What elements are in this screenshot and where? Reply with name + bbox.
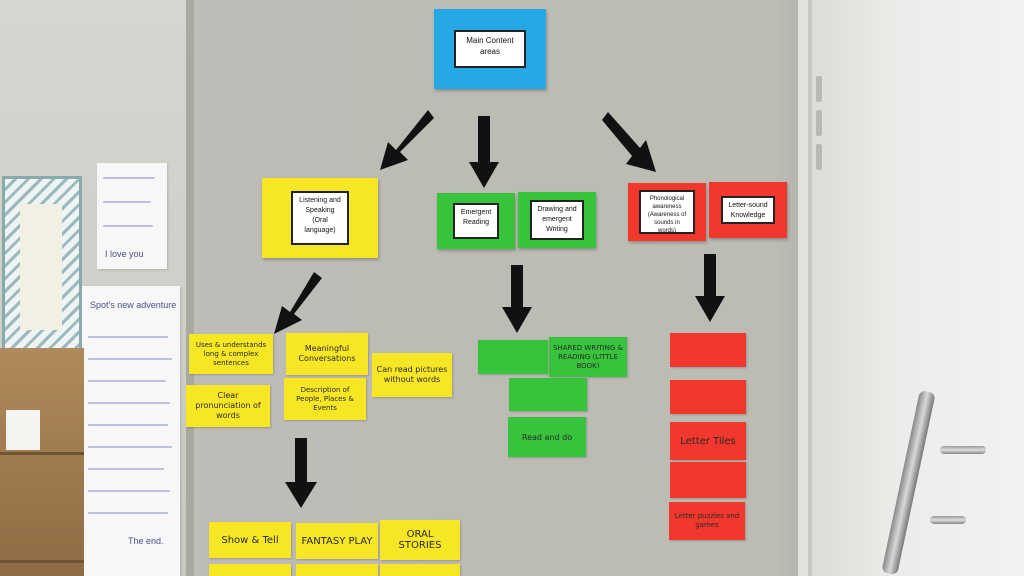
note-fantasy-play: FANTASY PLAY <box>296 523 378 559</box>
handle-mount <box>930 516 966 524</box>
cardboard-boxes <box>0 348 84 576</box>
note-shared-writing: SHARED WRITING & READING (LITTLE BOOK) <box>549 337 627 377</box>
note-description: Description of People, Places & Events <box>284 378 366 420</box>
door-hinge <box>816 76 822 102</box>
drawing-writing-sign: Drawing and emergent Writing <box>518 192 596 248</box>
white-door <box>808 0 1024 576</box>
letter-sound-sign: Letter-sound Knowledge <box>709 182 787 238</box>
note-drawing <box>509 378 587 411</box>
arrow-icon <box>380 110 434 170</box>
note-shared-reading <box>478 340 548 374</box>
poster-panel <box>20 204 62 330</box>
arrow-icon <box>502 265 532 333</box>
main-content-sign: Main Content areas <box>434 9 546 89</box>
small-sheet-line: I love you <box>105 249 144 259</box>
drawing-writing-label: Drawing and emergent Writing <box>530 200 584 240</box>
note-meaningful-conversations: Meaningful Conversations <box>286 333 368 375</box>
phonological-label: Phonological awareness (Awareness of sou… <box>639 190 695 234</box>
box-seam <box>0 560 84 563</box>
listening-speaking-label: Listening and Speaking (Oral language) <box>291 191 349 245</box>
note-partial <box>380 564 460 576</box>
wall-corner <box>186 0 194 576</box>
note-read-pictures: Can read pictures without words <box>372 353 452 397</box>
story-title: Spot's new adventure <box>90 300 177 310</box>
arrow-icon <box>602 112 656 172</box>
note-red-2 <box>670 380 746 414</box>
arrow-icon <box>274 272 322 334</box>
note-letter-puzzles: Letter puzzles and games <box>669 502 745 540</box>
emergent-reading-label: Emergent Reading <box>453 203 499 239</box>
note-partial <box>296 564 378 576</box>
note-show-tell: Show & Tell <box>209 522 291 558</box>
listening-speaking-sign: Listening and Speaking (Oral language) <box>262 178 378 258</box>
note-letter-tiles: Letter Tiles <box>670 422 746 460</box>
note-partial <box>209 564 291 576</box>
small-rhyme-sheet: I love you <box>97 163 167 269</box>
door-hinge <box>816 144 822 170</box>
story-sheet: Spot's new adventure The end. <box>82 286 180 576</box>
note-clear-pronunciation: Clear pronunciation of words <box>186 385 270 427</box>
note-red-1 <box>670 333 746 367</box>
door-frame <box>798 0 810 576</box>
emergent-reading-sign: Emergent Reading <box>437 193 515 249</box>
note-complex-sentences: Uses & understands long & complex senten… <box>189 334 273 374</box>
door-hinge <box>816 110 822 136</box>
note-read-and-do: Read and do <box>508 417 586 457</box>
phonological-sign: Phonological awareness (Awareness of sou… <box>628 183 706 241</box>
main-content-label: Main Content areas <box>454 30 526 68</box>
arrow-icon <box>695 254 725 322</box>
handle-mount <box>940 446 986 454</box>
note-oral-stories: ORAL STORIES <box>380 520 460 560</box>
box-label <box>6 410 40 450</box>
letter-sound-label: Letter-sound Knowledge <box>721 196 775 224</box>
story-end: The end. <box>128 536 164 546</box>
arrow-icon <box>285 438 317 508</box>
note-red-4 <box>670 462 746 498</box>
box-seam <box>0 452 84 455</box>
arrow-icon <box>469 116 499 188</box>
